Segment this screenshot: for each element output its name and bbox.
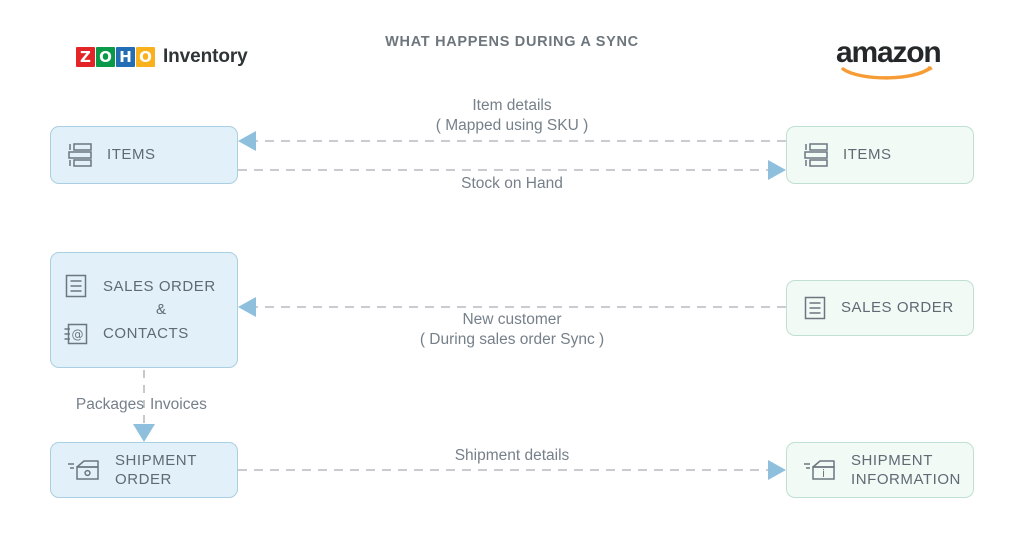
node-sales-order-label: SALES ORDER bbox=[103, 277, 216, 295]
connector-label-item-details: Item details ( Mapped using SKU ) bbox=[435, 97, 589, 135]
node-contacts-label: CONTACTS bbox=[103, 325, 189, 343]
zoho-tile-h: H bbox=[116, 47, 135, 67]
zoho-logo-tiles: Z O H O bbox=[76, 47, 155, 67]
zoho-wordmark: Inventory bbox=[163, 46, 248, 67]
page-title: WHAT HAPPENS DURING A SYNC bbox=[385, 34, 639, 50]
node-shipment-information-label: SHIPMENT INFORMATION bbox=[851, 451, 961, 488]
package-info-icon: i bbox=[804, 460, 835, 480]
node-shipment-information-amazon[interactable]: i SHIPMENT INFORMATION bbox=[786, 442, 974, 498]
node-shipment-order-label: SHIPMENT ORDER bbox=[115, 451, 197, 488]
items-stack-icon bbox=[804, 143, 828, 167]
zoho-tile-z: Z bbox=[76, 47, 95, 67]
document-lines-icon bbox=[804, 296, 826, 320]
contacts-at-icon: @ bbox=[64, 323, 88, 344]
node-items-zoho[interactable]: ITEMS bbox=[50, 126, 238, 184]
connector-label-new-customer: New customer ( During sales order Sync ) bbox=[419, 311, 605, 349]
contacts-row: @ CONTACTS bbox=[61, 321, 227, 347]
node-conjunction-label: & bbox=[155, 301, 166, 319]
connector-label-stock-on-hand: Stock on Hand bbox=[461, 175, 563, 192]
node-sales-order-contacts-zoho[interactable]: SALES ORDER & @ CONTACTS bbox=[50, 252, 238, 368]
connector-label-packages: Packages bbox=[75, 396, 144, 413]
node-items-amazon[interactable]: ITEMS bbox=[786, 126, 974, 184]
node-shipment-order-zoho[interactable]: SHIPMENT ORDER bbox=[50, 442, 238, 498]
node-items-amazon-label: ITEMS bbox=[843, 146, 892, 164]
svg-text:i: i bbox=[822, 467, 825, 480]
zoho-tile-o2: O bbox=[136, 47, 155, 67]
node-items-zoho-label: ITEMS bbox=[107, 146, 156, 164]
connector-item-details-arrowhead bbox=[238, 131, 256, 151]
connector-stock-on-hand-arrowhead bbox=[768, 160, 786, 180]
sales-order-row: SALES ORDER bbox=[61, 273, 227, 299]
connector-label-invoices: Invoices bbox=[150, 396, 207, 413]
amazon-smile-icon bbox=[841, 66, 933, 80]
document-lines-icon bbox=[65, 275, 87, 298]
node-sales-order-amazon-label: SALES ORDER bbox=[841, 299, 954, 317]
connector-label-shipment-details: Shipment details bbox=[454, 447, 570, 464]
connector-new-customer-arrowhead bbox=[238, 297, 256, 317]
connector-shipment-details-arrowhead bbox=[768, 460, 786, 480]
svg-text:@: @ bbox=[72, 327, 84, 341]
node-sales-order-amazon[interactable]: SALES ORDER bbox=[786, 280, 974, 336]
connector-packages-invoices-arrowhead bbox=[133, 424, 155, 442]
amazon-logo: amazon bbox=[836, 36, 942, 80]
amazon-wordmark: amazon bbox=[836, 36, 942, 69]
zoho-tile-o1: O bbox=[96, 47, 115, 67]
package-box-icon bbox=[68, 460, 99, 480]
items-stack-icon bbox=[68, 143, 92, 167]
zoho-inventory-logo: Z O H O Inventory bbox=[76, 42, 248, 72]
